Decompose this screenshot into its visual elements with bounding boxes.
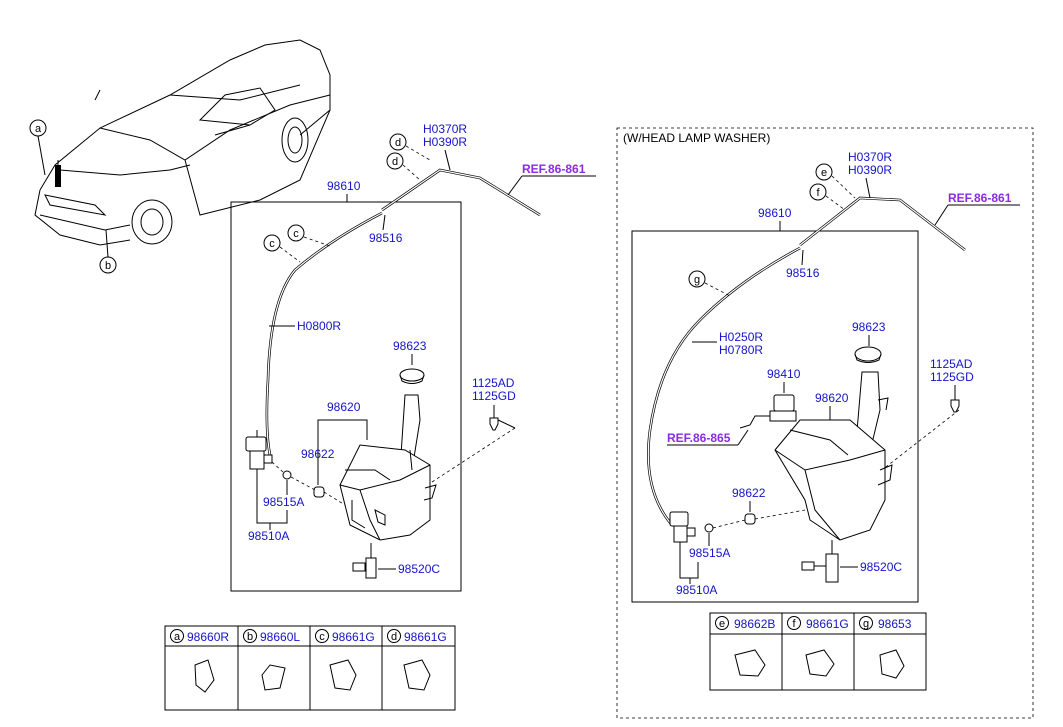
svg-text:a: a xyxy=(35,123,42,135)
svg-text:d: d xyxy=(395,137,401,149)
label-98516-left: 98516 xyxy=(369,231,403,245)
reservoir-cap-left xyxy=(399,368,425,382)
callout-b-car: b xyxy=(99,229,117,274)
label-h0390r-right: H0390R xyxy=(848,163,892,177)
label-98520c-left: 98520C xyxy=(398,562,440,576)
label-1125ad-right: 1125AD xyxy=(930,357,973,371)
legend-cell-g: g 98653 xyxy=(859,616,912,679)
svg-text:98661G: 98661G xyxy=(806,617,849,631)
level-sensor-right xyxy=(801,540,839,583)
label-98620-left: 98620 xyxy=(327,400,361,414)
grommet-98622-left xyxy=(313,486,325,498)
callout-d-left-1: d xyxy=(389,133,431,161)
right-long-hose xyxy=(647,246,801,526)
legend-cell-b: b 98660L xyxy=(243,629,300,691)
label-h0370r-right: H0370R xyxy=(848,150,892,164)
seal-98515a-right xyxy=(704,523,714,533)
svg-text:c: c xyxy=(269,238,275,250)
label-98410: 98410 xyxy=(767,367,801,381)
label-1125gd-left: 1125GD xyxy=(472,389,516,403)
right-panel-title: (W/HEAD LAMP WASHER) xyxy=(623,131,770,145)
callout-a-car: a xyxy=(29,119,47,176)
grommet-98622-right xyxy=(744,513,756,525)
label-1125ad-left: 1125AD xyxy=(472,376,515,390)
legend-cell-a: a 98660R xyxy=(170,629,229,693)
svg-text:c: c xyxy=(319,631,325,643)
svg-text:e: e xyxy=(719,618,725,630)
svg-text:d: d xyxy=(391,631,397,643)
callout-f-right: f xyxy=(809,183,846,211)
right-panel-dashed-frame xyxy=(616,127,1034,719)
washer-reservoir-right xyxy=(774,371,893,541)
right-upper-hose xyxy=(799,196,966,252)
ref-86-861-right[interactable]: REF.86-861 xyxy=(948,191,1012,205)
legend-cell-d: d 98661G xyxy=(387,629,447,691)
svg-text:f: f xyxy=(792,618,796,630)
bolt-right xyxy=(950,399,960,413)
label-h0780r: H0780R xyxy=(719,343,763,357)
ref-86-861-left[interactable]: REF.86-861 xyxy=(522,162,586,176)
label-1125gd-right: 1125GD xyxy=(930,370,974,384)
label-98623-left: 98623 xyxy=(393,339,427,353)
svg-text:b: b xyxy=(105,260,111,272)
label-98623-right: 98623 xyxy=(852,320,886,334)
label-h0800r: H0800R xyxy=(297,319,341,333)
label-h0370r-left: H0370R xyxy=(423,122,467,136)
label-98622-right: 98622 xyxy=(732,486,766,500)
svg-text:b: b xyxy=(247,631,253,643)
label-98516-right: 98516 xyxy=(786,266,820,280)
svg-text:98653: 98653 xyxy=(878,617,912,631)
label-98510a-left: 98510A xyxy=(248,529,289,543)
svg-text:a: a xyxy=(174,631,181,643)
label-98622-left: 98622 xyxy=(301,447,335,461)
car-illustration xyxy=(34,39,331,246)
callout-e-right: e xyxy=(815,163,856,199)
label-98515a-left: 98515A xyxy=(263,495,304,509)
seal-98515a-left xyxy=(282,470,292,480)
svg-text:f: f xyxy=(816,187,820,199)
left-long-hose xyxy=(265,211,383,456)
svg-text:98660L: 98660L xyxy=(260,630,300,644)
head-lamp-washer-pump xyxy=(739,394,797,429)
level-sensor-left xyxy=(352,543,377,579)
label-98620-right: 98620 xyxy=(815,391,849,405)
callout-c-left-2: c xyxy=(263,234,301,263)
svg-text:98661G: 98661G xyxy=(332,630,375,644)
callout-d-left-2: d xyxy=(386,152,421,181)
legend-cell-c: c 98661G xyxy=(315,629,375,691)
callout-c-left-1: c xyxy=(287,224,331,247)
label-98610-right: 98610 xyxy=(758,206,792,220)
svg-text:g: g xyxy=(863,618,869,630)
svg-text:g: g xyxy=(694,274,700,286)
label-98515a-right: 98515A xyxy=(689,546,730,560)
label-98520c-right: 98520C xyxy=(860,560,902,574)
legend-cell-f: f 98661G xyxy=(787,616,849,677)
label-h0250r: H0250R xyxy=(719,330,763,344)
svg-text:98661G: 98661G xyxy=(404,630,447,644)
washer-reservoir-left xyxy=(339,394,437,541)
callout-g-right: g xyxy=(688,270,731,297)
svg-text:e: e xyxy=(821,167,827,179)
bolt-left xyxy=(489,417,499,431)
svg-text:d: d xyxy=(392,156,398,168)
washer-pump-right xyxy=(669,511,696,543)
svg-text:c: c xyxy=(293,228,299,240)
label-98510a-right: 98510A xyxy=(676,583,717,597)
label-98610-left: 98610 xyxy=(327,179,361,193)
legend-table-right xyxy=(709,612,927,691)
legend-cell-e: e 98662B xyxy=(715,616,775,677)
svg-text:98660R: 98660R xyxy=(187,630,229,644)
ref-86-865[interactable]: REF.86-865 xyxy=(667,431,731,445)
right-panel-box xyxy=(631,230,919,603)
legend-table-left xyxy=(164,625,456,711)
svg-text:98662B: 98662B xyxy=(734,617,775,631)
left-panel-box xyxy=(230,201,462,592)
reservoir-cap-right xyxy=(854,346,882,362)
washer-pump-left xyxy=(245,430,273,470)
label-h0390r-left: H0390R xyxy=(423,135,467,149)
